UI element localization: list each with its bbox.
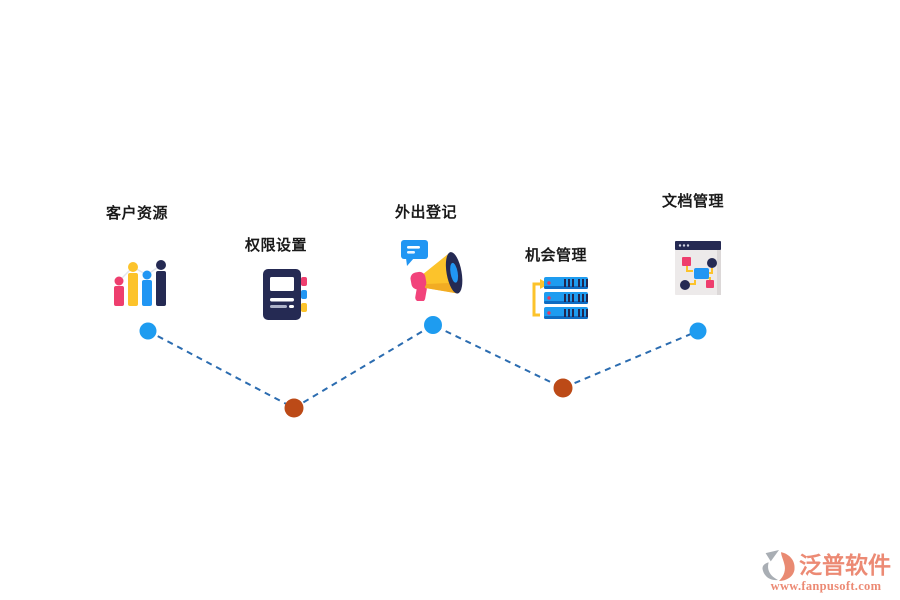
speech-bubble-icon	[401, 240, 428, 266]
milestone-dot-4	[553, 378, 573, 398]
brand-url: www.fanpusoft.com	[770, 579, 882, 593]
node-label-outing-registration: 外出登记	[395, 204, 458, 221]
notebook-icon	[263, 269, 307, 320]
node-label-opportunity-management: 机会管理	[525, 247, 588, 264]
milestone-dot-1	[139, 322, 157, 340]
brand-name: 泛普软件	[799, 552, 891, 578]
milestone-dot-2	[284, 398, 304, 418]
node-label-customer-resources: 客户资源	[106, 205, 169, 222]
brand-watermark: 泛普软件 www.fanpusoft.com	[761, 550, 891, 593]
node-label-document-management: 文档管理	[662, 193, 725, 210]
milestone-dot-5	[689, 322, 707, 340]
fanpu-logo-icon	[762, 550, 795, 581]
bar-chart-icon	[114, 260, 166, 306]
node-label-permission-settings: 权限设置	[245, 237, 308, 254]
browser-flowchart-icon	[675, 241, 721, 295]
megaphone-icon	[401, 240, 463, 301]
dashed-line	[147, 323, 699, 410]
milestone-dot-3	[424, 316, 442, 334]
server-stack-icon	[532, 277, 588, 319]
